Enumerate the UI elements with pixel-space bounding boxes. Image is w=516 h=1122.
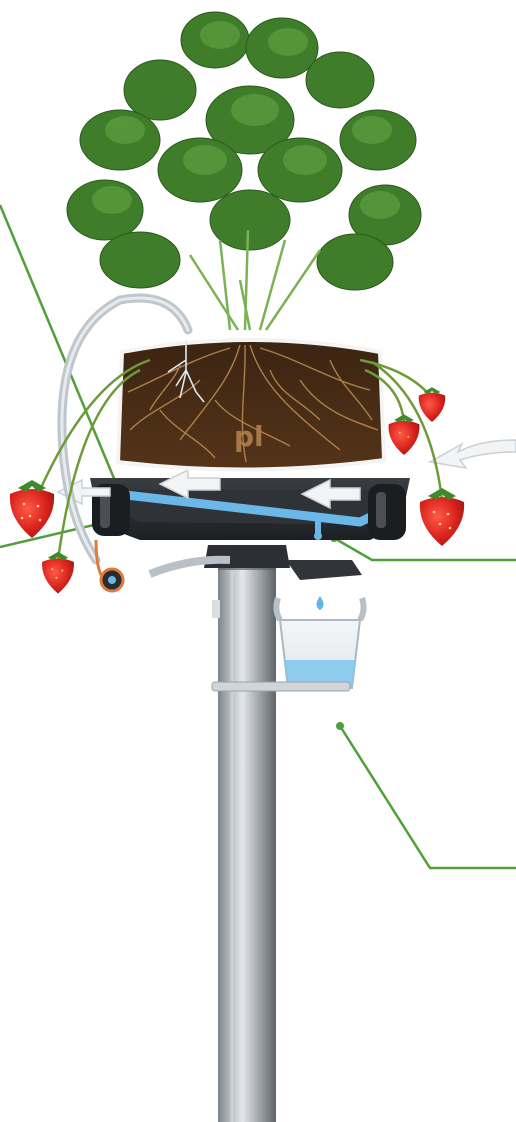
arrow-right-in-icon <box>430 440 516 468</box>
leader-line-right <box>334 538 516 560</box>
water-drop-icon <box>317 596 324 610</box>
support-pole <box>218 560 276 1122</box>
strawberry-icon <box>419 387 446 422</box>
soil-root-ball: pl <box>118 340 384 470</box>
strawberry-plant-foliage <box>67 12 421 330</box>
planter-tray <box>90 478 410 540</box>
brand-logo: pl <box>234 420 264 453</box>
strawberry-icon <box>10 480 54 538</box>
leader-line-bottom-right <box>340 726 516 868</box>
